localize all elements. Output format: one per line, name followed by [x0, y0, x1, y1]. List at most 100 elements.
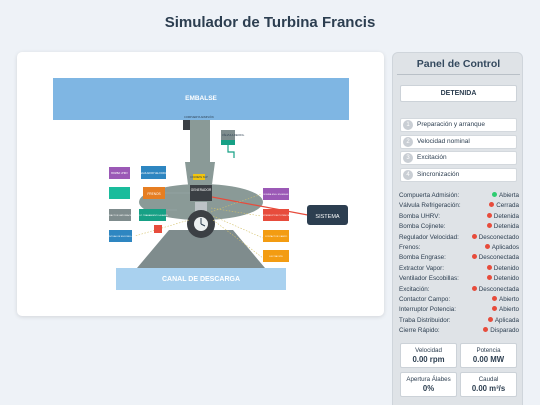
- step-number: 4: [403, 170, 413, 180]
- step-number: 2: [403, 137, 413, 147]
- step-sincronizacion[interactable]: 4 Sincronización: [400, 168, 517, 182]
- status-label: Traba Distribuidor:: [399, 316, 451, 324]
- status-row: Frenos:Aplicados: [399, 243, 519, 253]
- status-value-text: Detenida: [493, 223, 519, 231]
- status-indicator-icon: [487, 316, 493, 322]
- compuerta-label: COMPUERTA ADMISIÓN: [184, 114, 214, 119]
- status-label: Contactor Campo:: [399, 296, 451, 303]
- regulador-velocidad[interactable]: [141, 166, 166, 179]
- status-label: Cierre Rápido:: [399, 327, 440, 335]
- svg-text:DIST. TRABAMIENTO ÁLABES: DIST. TRABAMIENTO ÁLABES: [137, 214, 168, 217]
- status-value: Disparado: [483, 326, 519, 336]
- compuerta-gate[interactable]: [183, 120, 190, 130]
- bomba-cojinete[interactable]: [109, 187, 130, 199]
- status-row: Interruptor Potencia: Abierto: [399, 305, 519, 315]
- panel-title: Panel de Control: [416, 58, 501, 70]
- status-label: Regulador Velocidad:: [399, 233, 459, 241]
- status-value: Desconectada: [471, 285, 519, 295]
- status-label: Extractor Vapor:: [399, 264, 445, 272]
- status-indicator-icon: [489, 202, 495, 208]
- status-value: Abierto: [492, 305, 519, 315]
- status-indicator-icon: [486, 212, 492, 218]
- turbine-diagram-card: EMBALSE COMPUERTA ADMISIÓN VÁLVULA REFRI…: [17, 52, 384, 316]
- status-row: Válvula Refrigeración: Cerrada: [399, 201, 519, 211]
- status-row: Compuerta Admisión:Abierta: [399, 191, 519, 201]
- status-value-text: Detenido: [493, 264, 519, 272]
- status-value: Abierto: [492, 295, 519, 305]
- status-value: Detenido: [486, 264, 519, 274]
- status-value-text: Abierto: [499, 296, 519, 303]
- svg-text:COJINETE SUP: COJINETE SUP: [190, 176, 208, 179]
- step-label: Velocidad nominal: [417, 138, 470, 145]
- status-label: Válvula Refrigeración:: [399, 202, 461, 210]
- step-label: Sincronización: [417, 171, 460, 178]
- status-label: Interruptor Potencia:: [399, 306, 457, 314]
- status-value: Aplicada: [487, 316, 519, 326]
- extractor-vapor[interactable]: [109, 209, 131, 221]
- excitacion[interactable]: [263, 250, 289, 262]
- contactor-campo[interactable]: [263, 230, 289, 242]
- bomba-uhrv[interactable]: [109, 167, 130, 179]
- status-value: Detenida: [486, 222, 519, 232]
- status-value: Detenida: [486, 212, 519, 222]
- step-excitacion[interactable]: 3 Excitación: [400, 151, 517, 165]
- control-panel: Panel de Control DETENIDA 1 Preparación …: [392, 52, 523, 405]
- status-value: Abierta: [492, 191, 519, 201]
- status-indicator-icon: [471, 233, 477, 239]
- metric-value: 0.00 m³/s: [471, 384, 506, 393]
- status-indicator-icon: [486, 264, 492, 270]
- status-value-text: Desconectada: [478, 254, 519, 262]
- status-row: Contactor Campo: Abierto: [399, 295, 519, 305]
- traba-distribuidor[interactable]: [154, 225, 162, 233]
- canal-label: CANAL DE DESCARGA: [162, 276, 240, 283]
- frenos[interactable]: [143, 187, 165, 199]
- bomba-engrase[interactable]: [263, 188, 289, 200]
- svg-text:FRENOS: FRENOS: [147, 192, 160, 196]
- status-value-text: Detenido: [493, 275, 519, 283]
- status-row: Bomba Engrase: Desconectada: [399, 253, 519, 263]
- status-indicator-icon: [483, 327, 489, 333]
- canal-descarga: [116, 268, 286, 290]
- status-value-text: Cerrada: [496, 202, 519, 210]
- status-indicator-icon: [492, 296, 498, 301]
- status-indicator-icon: [471, 254, 477, 260]
- status-value-text: Abierta: [499, 192, 519, 199]
- status-label: Bomba Cojinete:: [399, 223, 446, 231]
- step-preparacion[interactable]: 1 Preparación y arranque: [400, 118, 517, 132]
- metric-value: 0.00 rpm: [412, 355, 445, 364]
- step-number: 1: [403, 120, 413, 130]
- status-row: Cierre Rápido: Disparado: [399, 326, 519, 336]
- status-row: Extractor Vapor: Detenido: [399, 264, 519, 274]
- generator-block[interactable]: [190, 185, 212, 201]
- metric-velocidad: Velocidad 0.00 rpm: [400, 343, 457, 368]
- interruptor-potencia[interactable]: [263, 209, 289, 221]
- svg-text:REGULADOR VELOCIDAD: REGULADOR VELOCIDAD: [139, 172, 169, 175]
- metric-label: Potencia: [476, 347, 501, 354]
- status-label: Bomba Engrase:: [399, 254, 446, 262]
- step-label: Excitación: [417, 154, 447, 161]
- status-label: Excitación:: [399, 285, 430, 293]
- embalse-label: EMBALSE: [185, 95, 217, 102]
- status-row: Regulador Velocidad: Desconectado: [399, 233, 519, 243]
- status-value-text: Aplicada: [494, 316, 519, 324]
- svg-text:EXTRACTOR VAPOR/ACEITE: EXTRACTOR VAPOR/ACEITE: [105, 214, 136, 217]
- step-velocidad[interactable]: 2 Velocidad nominal: [400, 135, 517, 149]
- penstock: [190, 120, 210, 164]
- metric-label: Apertura Álabes: [406, 376, 451, 383]
- status-value-text: Desconectado: [478, 233, 519, 241]
- status-row: Bomba Cojinete: Detenida: [399, 222, 519, 232]
- status-value-text: Detenida: [493, 212, 519, 220]
- metric-potencia: Potencia 0.00 MW: [460, 343, 517, 368]
- distribuidor-alabes[interactable]: [139, 209, 166, 221]
- cojinete-sup[interactable]: [193, 174, 205, 180]
- metric-label: Velocidad: [415, 347, 442, 354]
- embalse-tank: [53, 78, 349, 120]
- status-indicator-icon: [492, 192, 498, 197]
- valvula-label: VÁLVULA REFRIG.: [222, 133, 245, 137]
- step-number: 3: [403, 153, 413, 163]
- status-value: Cerrada: [489, 201, 519, 211]
- status-value: Desconectado: [471, 233, 519, 243]
- generator-label: GENERADOR: [191, 188, 212, 192]
- ventilador-escobillas[interactable]: [109, 230, 132, 242]
- step-label: Preparación y arranque: [417, 121, 485, 128]
